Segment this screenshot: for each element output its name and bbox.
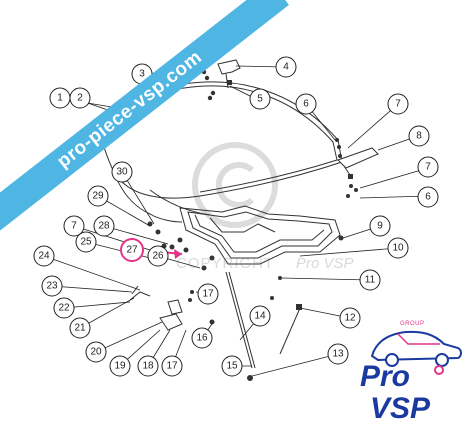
callout-20: 20 <box>85 341 107 363</box>
callout-29: 29 <box>87 185 109 207</box>
callout-label: 21 <box>74 323 86 334</box>
callout-label: 28 <box>98 221 110 232</box>
logo-text-pro: Pro <box>360 360 411 393</box>
callout-label: 27 <box>126 245 138 256</box>
callout-label: 13 <box>332 349 344 360</box>
callout-label: 7 <box>395 99 401 110</box>
callout-label: 10 <box>392 243 404 254</box>
callout-label: 18 <box>142 361 154 372</box>
callout-label: 7 <box>425 162 431 173</box>
hood-hinge-left <box>217 59 241 89</box>
callout-label: 7 <box>71 221 77 232</box>
callout-label: 23 <box>46 281 58 292</box>
brand-logo: GROUP Pro VSP <box>358 320 470 438</box>
copyright-watermark-text: COPYRIGHT <box>176 255 275 272</box>
callout-19: 19 <box>109 355 131 377</box>
callout-label: 14 <box>254 311 266 322</box>
callout-label: 6 <box>425 192 431 203</box>
hood-gas-strut <box>279 304 302 355</box>
callout-16: 16 <box>191 327 213 349</box>
callout-11: 11 <box>359 269 381 291</box>
callout-6: 6 <box>417 186 439 208</box>
callout-7: 7 <box>387 93 409 115</box>
callout-15: 15 <box>221 355 243 377</box>
callout-4: 4 <box>275 56 297 78</box>
callout-label: 12 <box>344 313 356 324</box>
callout-label: 1 <box>57 93 63 104</box>
callout-label: 4 <box>283 62 289 73</box>
hood-inner-frame <box>179 205 341 265</box>
callout-27-highlighted: 27 <box>120 238 144 262</box>
callout-26: 26 <box>147 245 169 267</box>
callout-1: 1 <box>49 87 71 109</box>
callout-label: 8 <box>416 131 422 142</box>
callout-label: 11 <box>365 275 376 286</box>
callout-22: 22 <box>53 297 75 319</box>
callout-14: 14 <box>249 305 271 327</box>
callout-label: 22 <box>58 303 70 314</box>
callout-23: 23 <box>41 275 63 297</box>
callout-label: 26 <box>152 251 164 262</box>
callout-label: 6 <box>303 99 309 110</box>
callout-label: 17 <box>166 361 178 372</box>
callout-label: 5 <box>257 94 263 105</box>
callout-7: 7 <box>63 215 85 237</box>
callout-13: 13 <box>327 343 349 365</box>
callout-17: 17 <box>161 355 183 377</box>
callout-label: 25 <box>80 237 92 248</box>
callout-label: 9 <box>377 221 383 232</box>
callout-6: 6 <box>295 93 317 115</box>
callout-label: 24 <box>38 251 50 262</box>
callout-label: 29 <box>92 191 104 202</box>
callout-label: 19 <box>114 361 126 372</box>
brand-watermark-text: Pro VSP <box>296 255 354 272</box>
fasteners <box>147 69 358 381</box>
copyright-watermark-symbol <box>192 142 278 228</box>
callout-7: 7 <box>417 156 439 178</box>
callout-10: 10 <box>387 237 409 259</box>
hood-latch-assembly <box>129 285 183 331</box>
callout-28: 28 <box>93 215 115 237</box>
callout-25: 25 <box>75 231 97 253</box>
callout-label: 2 <box>77 93 83 104</box>
logo-text-vsp: VSP <box>370 392 431 425</box>
callout-24: 24 <box>33 245 55 267</box>
callout-30: 30 <box>111 161 133 183</box>
logo-group-label: GROUP <box>400 321 425 327</box>
car-icon <box>370 330 462 367</box>
callout-12: 12 <box>339 307 361 329</box>
callout-21: 21 <box>69 317 91 339</box>
callout-5: 5 <box>249 88 271 110</box>
callout-9: 9 <box>369 215 391 237</box>
callout-8: 8 <box>408 125 430 147</box>
callout-label: 20 <box>90 347 102 358</box>
logo-dot-icon <box>434 365 444 375</box>
callout-17: 17 <box>197 283 219 305</box>
hood-hinge-right <box>337 147 379 179</box>
callout-label: 16 <box>196 333 208 344</box>
callout-label: 3 <box>139 69 145 80</box>
hood-prop-rod <box>225 271 256 369</box>
callout-2: 2 <box>69 87 91 109</box>
callout-label: 15 <box>226 361 238 372</box>
callout-18: 18 <box>137 355 159 377</box>
callout-label: 30 <box>116 167 128 178</box>
callout-label: 17 <box>202 289 214 300</box>
